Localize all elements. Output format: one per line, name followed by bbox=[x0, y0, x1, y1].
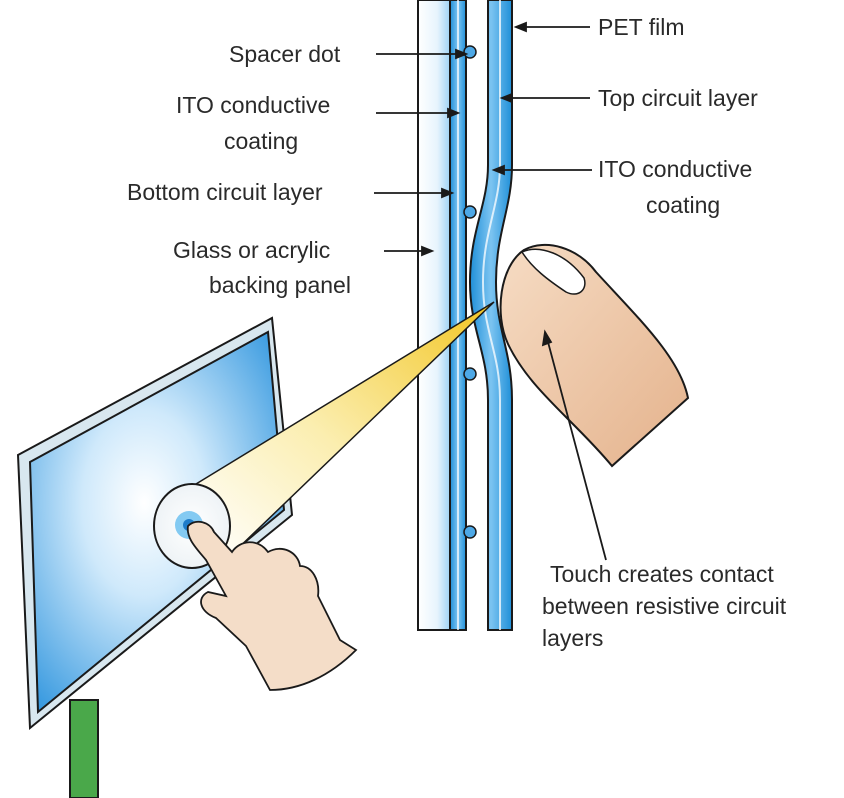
label-ito-left-line2: coating bbox=[224, 128, 298, 154]
label-touch-line1: Touch creates contact bbox=[550, 561, 774, 587]
label-glass-line2: backing panel bbox=[209, 272, 351, 298]
label-ito-left-line1: ITO conductive bbox=[176, 92, 330, 118]
label-touch-line3: layers bbox=[542, 625, 603, 651]
monitor-stand bbox=[69, 699, 99, 798]
glass-backing-panel bbox=[417, 0, 451, 631]
spacer-dots bbox=[463, 45, 477, 539]
label-top-circuit-layer: Top circuit layer bbox=[598, 85, 758, 111]
label-bottom-circuit-layer: Bottom circuit layer bbox=[127, 179, 323, 205]
label-pet-film: PET film bbox=[598, 14, 684, 40]
label-spacer-dot: Spacer dot bbox=[229, 41, 341, 67]
label-ito-right-line1: ITO conductive bbox=[598, 156, 752, 182]
label-glass-line1: Glass or acrylic bbox=[173, 237, 330, 263]
finger-icon bbox=[499, 243, 690, 468]
leader-lines bbox=[374, 21, 607, 561]
label-touch-line2: between resistive circuit bbox=[542, 593, 787, 619]
top-circuit-layer bbox=[468, 0, 513, 631]
labels: Spacer dot ITO conductive coating Bottom… bbox=[127, 14, 787, 651]
hand-icon bbox=[186, 520, 358, 691]
label-ito-right-line2: coating bbox=[646, 192, 720, 218]
layer-stack bbox=[417, 0, 513, 631]
